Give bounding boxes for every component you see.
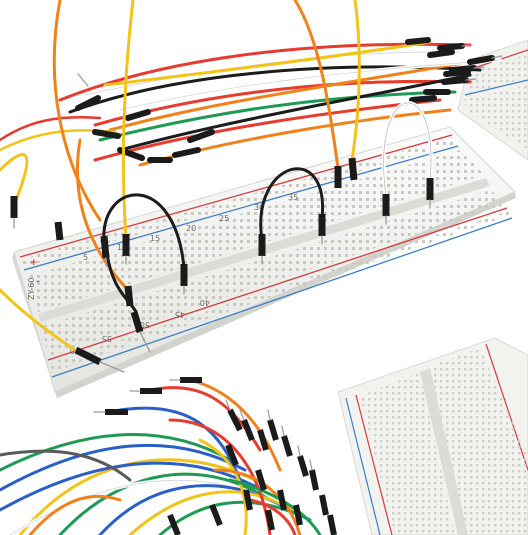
column-labels-upper: 5 10 15 20 25 30 35	[83, 193, 298, 262]
column-label: 55	[102, 334, 112, 343]
column-label: 10	[117, 243, 127, 252]
upper-terminal-strip	[28, 150, 485, 312]
top-wire-bundle	[0, 37, 503, 167]
column-label: 15	[150, 234, 160, 243]
column-label: 50	[140, 320, 150, 329]
column-label: 5	[83, 253, 88, 262]
column-label: 35	[288, 193, 298, 202]
long-jumper-wires	[0, 0, 434, 373]
main-breadboard: + - 5 10 15 20 25 30 35 40 45 50 55 60 Z…	[12, 126, 516, 398]
bottom-wire-bundle	[0, 377, 337, 535]
column-label: 30	[254, 203, 264, 212]
lower-terminal-strip	[42, 190, 505, 356]
column-label: 45	[175, 310, 185, 319]
column-label: 20	[186, 224, 196, 233]
bottom-power-rail	[47, 207, 513, 378]
rail-minus-mark: -	[36, 277, 40, 287]
board-side-label: ZY-60	[27, 278, 36, 300]
column-label: 40	[200, 298, 210, 307]
breadboard-bottom-right	[337, 337, 528, 535]
column-label: 25	[219, 214, 229, 223]
rail-plus-mark: +	[30, 258, 38, 268]
